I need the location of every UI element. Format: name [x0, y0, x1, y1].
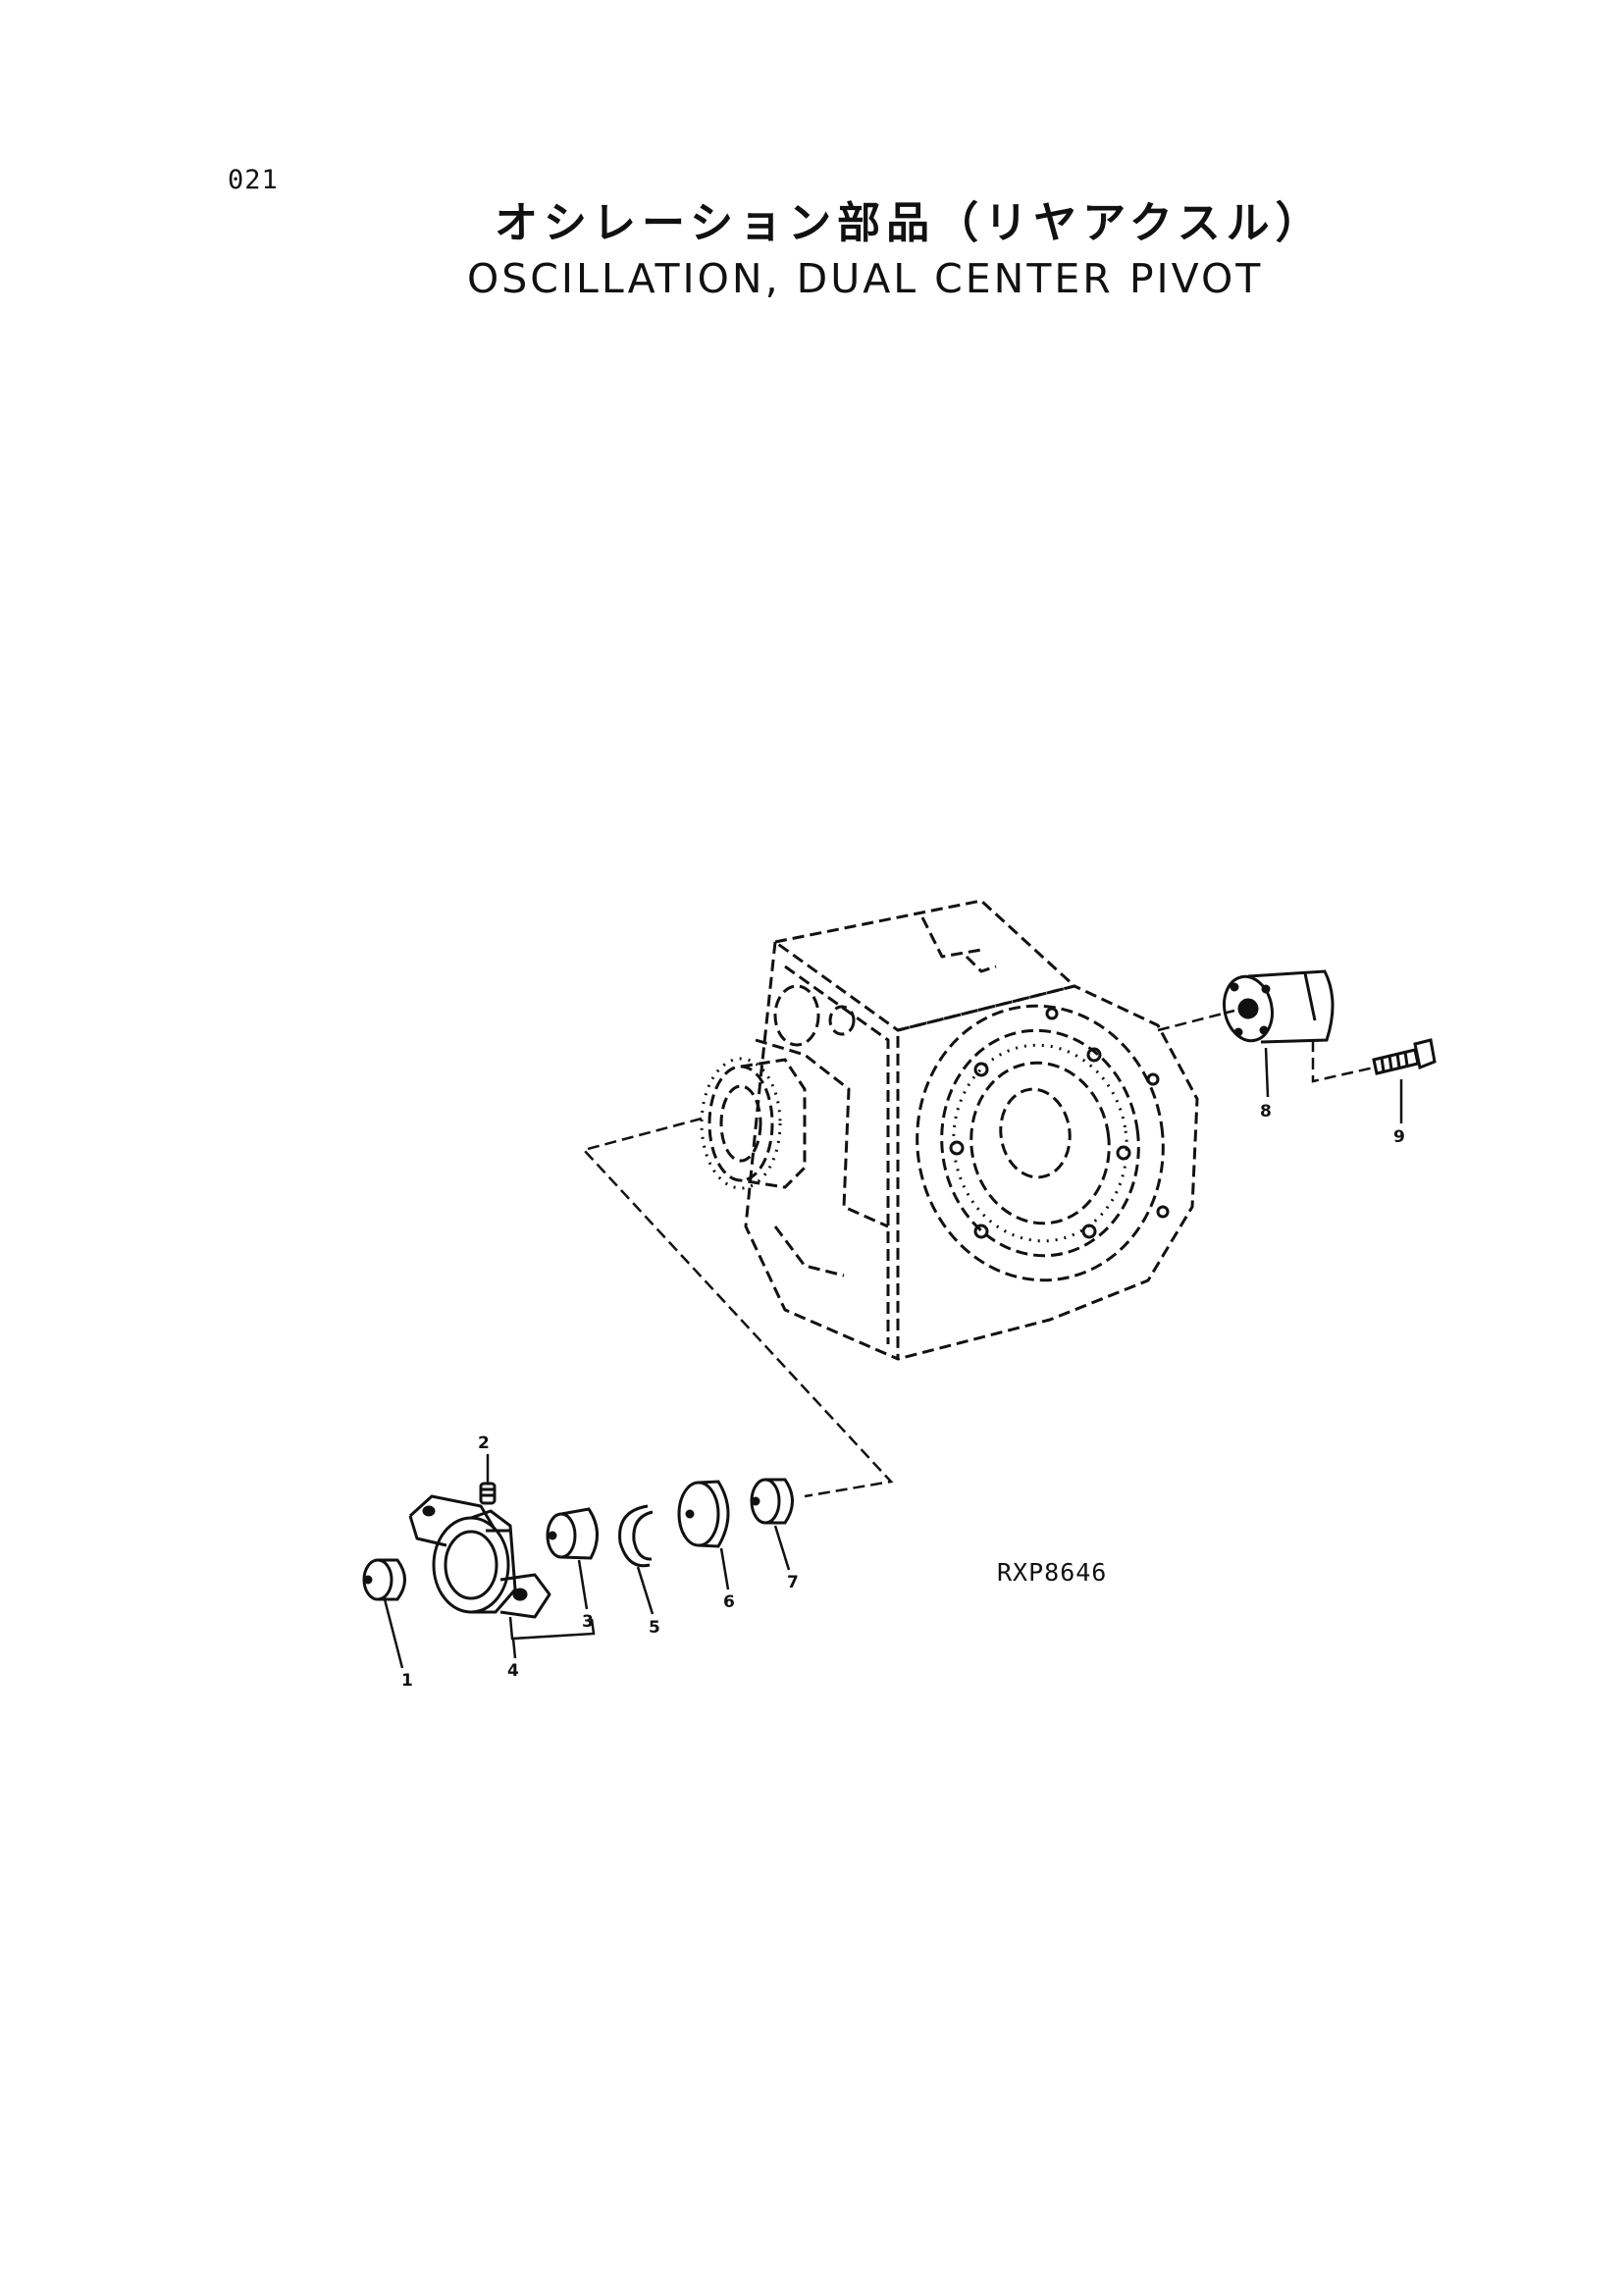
page-number: 021 [228, 165, 279, 195]
left-hub-outline [700, 1057, 807, 1190]
callout-3: 3 [582, 1612, 594, 1632]
callout-5: 5 [649, 1618, 660, 1638]
callout-9: 9 [1393, 1127, 1405, 1147]
callout-4: 4 [507, 1661, 519, 1681]
drawing-code: RXP8646 [997, 1558, 1108, 1587]
bushing-part-3 [546, 1507, 599, 1560]
title-english: OSCILLATION, DUAL CENTER PIVOT [467, 255, 1264, 302]
seal-ring-part-7 [750, 1478, 794, 1525]
grease-fitting-part-2 [479, 1482, 497, 1505]
bolt-part-9 [1372, 1038, 1437, 1075]
title-japanese: オシレーション部品（リヤアクスル） [495, 198, 1325, 248]
axle-housing-outline [744, 899, 1199, 1361]
flange-rings-outline [916, 1004, 1170, 1282]
pivot-bracket-part-4 [408, 1494, 551, 1619]
callout-6: 6 [723, 1592, 735, 1612]
callout-1: 1 [401, 1671, 413, 1691]
assembly-lines [383, 1009, 1403, 1669]
thrust-washer-part-6 [677, 1480, 730, 1548]
callout-2: 2 [478, 1434, 490, 1453]
callout-labels: 1 2 3 4 5 6 7 8 9 [401, 1102, 1405, 1691]
snap-ring-part-5 [618, 1504, 654, 1568]
pivot-pin-part-8 [1223, 969, 1335, 1044]
page-title: オシレーション部品（リヤアクスル） OSCILLATION, DUAL CENT… [467, 196, 1350, 306]
bushing-part-1 [362, 1558, 406, 1601]
callout-7: 7 [787, 1573, 799, 1592]
callout-8: 8 [1260, 1102, 1272, 1121]
